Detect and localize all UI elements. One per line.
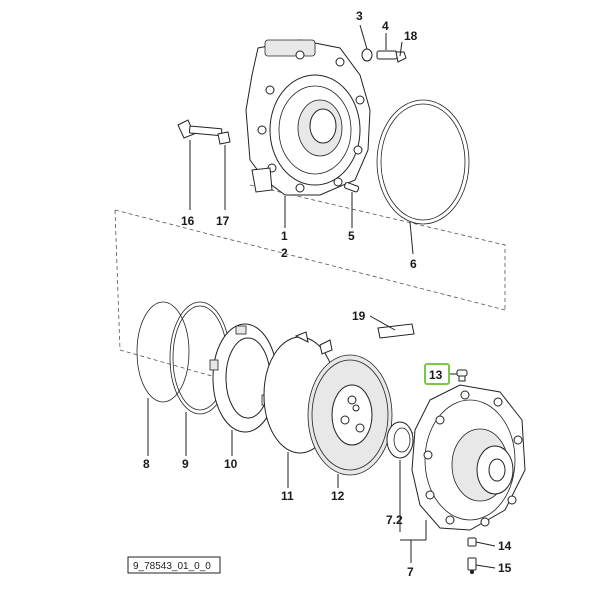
callout-16: 16 xyxy=(181,214,195,228)
callout-17: 17 xyxy=(216,214,230,228)
shim-plate xyxy=(377,323,415,339)
callout-12: 12 xyxy=(331,489,345,503)
reference-code: 9_78543_01_0_0 xyxy=(133,561,211,572)
backing-plate xyxy=(209,323,278,433)
callout-6: 6 xyxy=(410,257,417,271)
callout-7: 7 xyxy=(407,565,414,579)
callout-19: 19 xyxy=(352,309,366,323)
callout-labels: 3 4 18 16 17 1 2 5 6 19 8 9 10 11 12 13 … xyxy=(143,9,512,579)
leader-lines xyxy=(147,24,496,569)
callout-7-2: 7.2 xyxy=(386,513,403,527)
highlight-box-13 xyxy=(424,363,450,385)
lower-housing xyxy=(411,384,526,531)
pin xyxy=(344,182,360,193)
callout-4: 4 xyxy=(382,19,389,33)
callout-2: 2 xyxy=(281,246,288,260)
upper-housing xyxy=(245,39,371,196)
callout-15: 15 xyxy=(498,561,512,575)
callout-14: 14 xyxy=(498,539,512,553)
callout-9: 9 xyxy=(182,457,189,471)
callout-5: 5 xyxy=(348,229,355,243)
o-ring-large xyxy=(376,99,470,225)
stud-assembly xyxy=(361,48,407,63)
callout-8: 8 xyxy=(143,457,150,471)
callout-1: 1 xyxy=(281,229,288,243)
callout-10: 10 xyxy=(224,457,238,471)
callout-11: 11 xyxy=(281,489,294,503)
callout-13: 13 xyxy=(429,368,443,382)
bolt-and-washer xyxy=(177,119,231,145)
bearing xyxy=(386,421,414,459)
plug xyxy=(456,369,468,382)
callout-18: 18 xyxy=(404,29,418,43)
drain-fittings xyxy=(467,537,477,574)
reference-code-box: 9_78543_01_0_0 xyxy=(127,556,221,574)
callout-3: 3 xyxy=(356,9,363,23)
friction-disc xyxy=(307,354,393,476)
